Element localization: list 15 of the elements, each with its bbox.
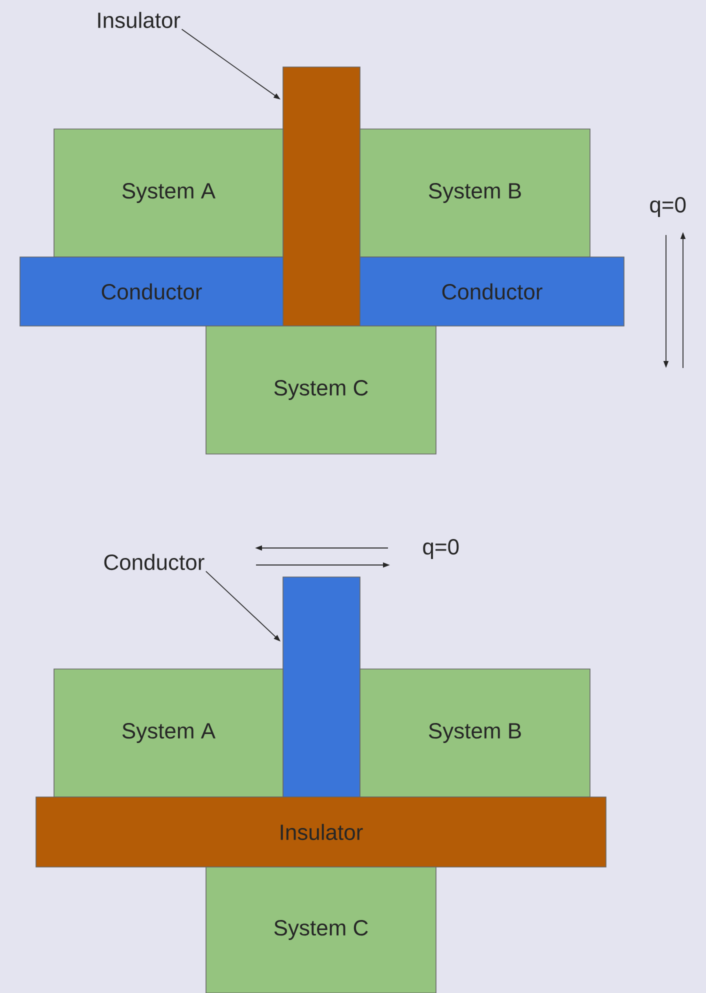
insulator-box: Insulator bbox=[36, 796, 606, 868]
system-box: System A bbox=[54, 668, 284, 798]
insulator-bar bbox=[282, 66, 360, 326]
heat-label: q=0 bbox=[650, 197, 686, 217]
callout-text: Conductor bbox=[104, 554, 204, 570]
callout-text: Insulator bbox=[98, 12, 180, 28]
conductor-box: Conductor bbox=[20, 256, 284, 326]
system-box: System C bbox=[206, 866, 436, 993]
heat-label: q=0 bbox=[423, 539, 459, 559]
system-box: System A bbox=[54, 128, 284, 258]
system-box: System B bbox=[360, 128, 590, 258]
conductor-bar bbox=[282, 576, 360, 798]
system-box: System C bbox=[206, 326, 436, 454]
system-box: System B bbox=[360, 668, 590, 798]
conductor-box: Conductor bbox=[360, 256, 624, 326]
